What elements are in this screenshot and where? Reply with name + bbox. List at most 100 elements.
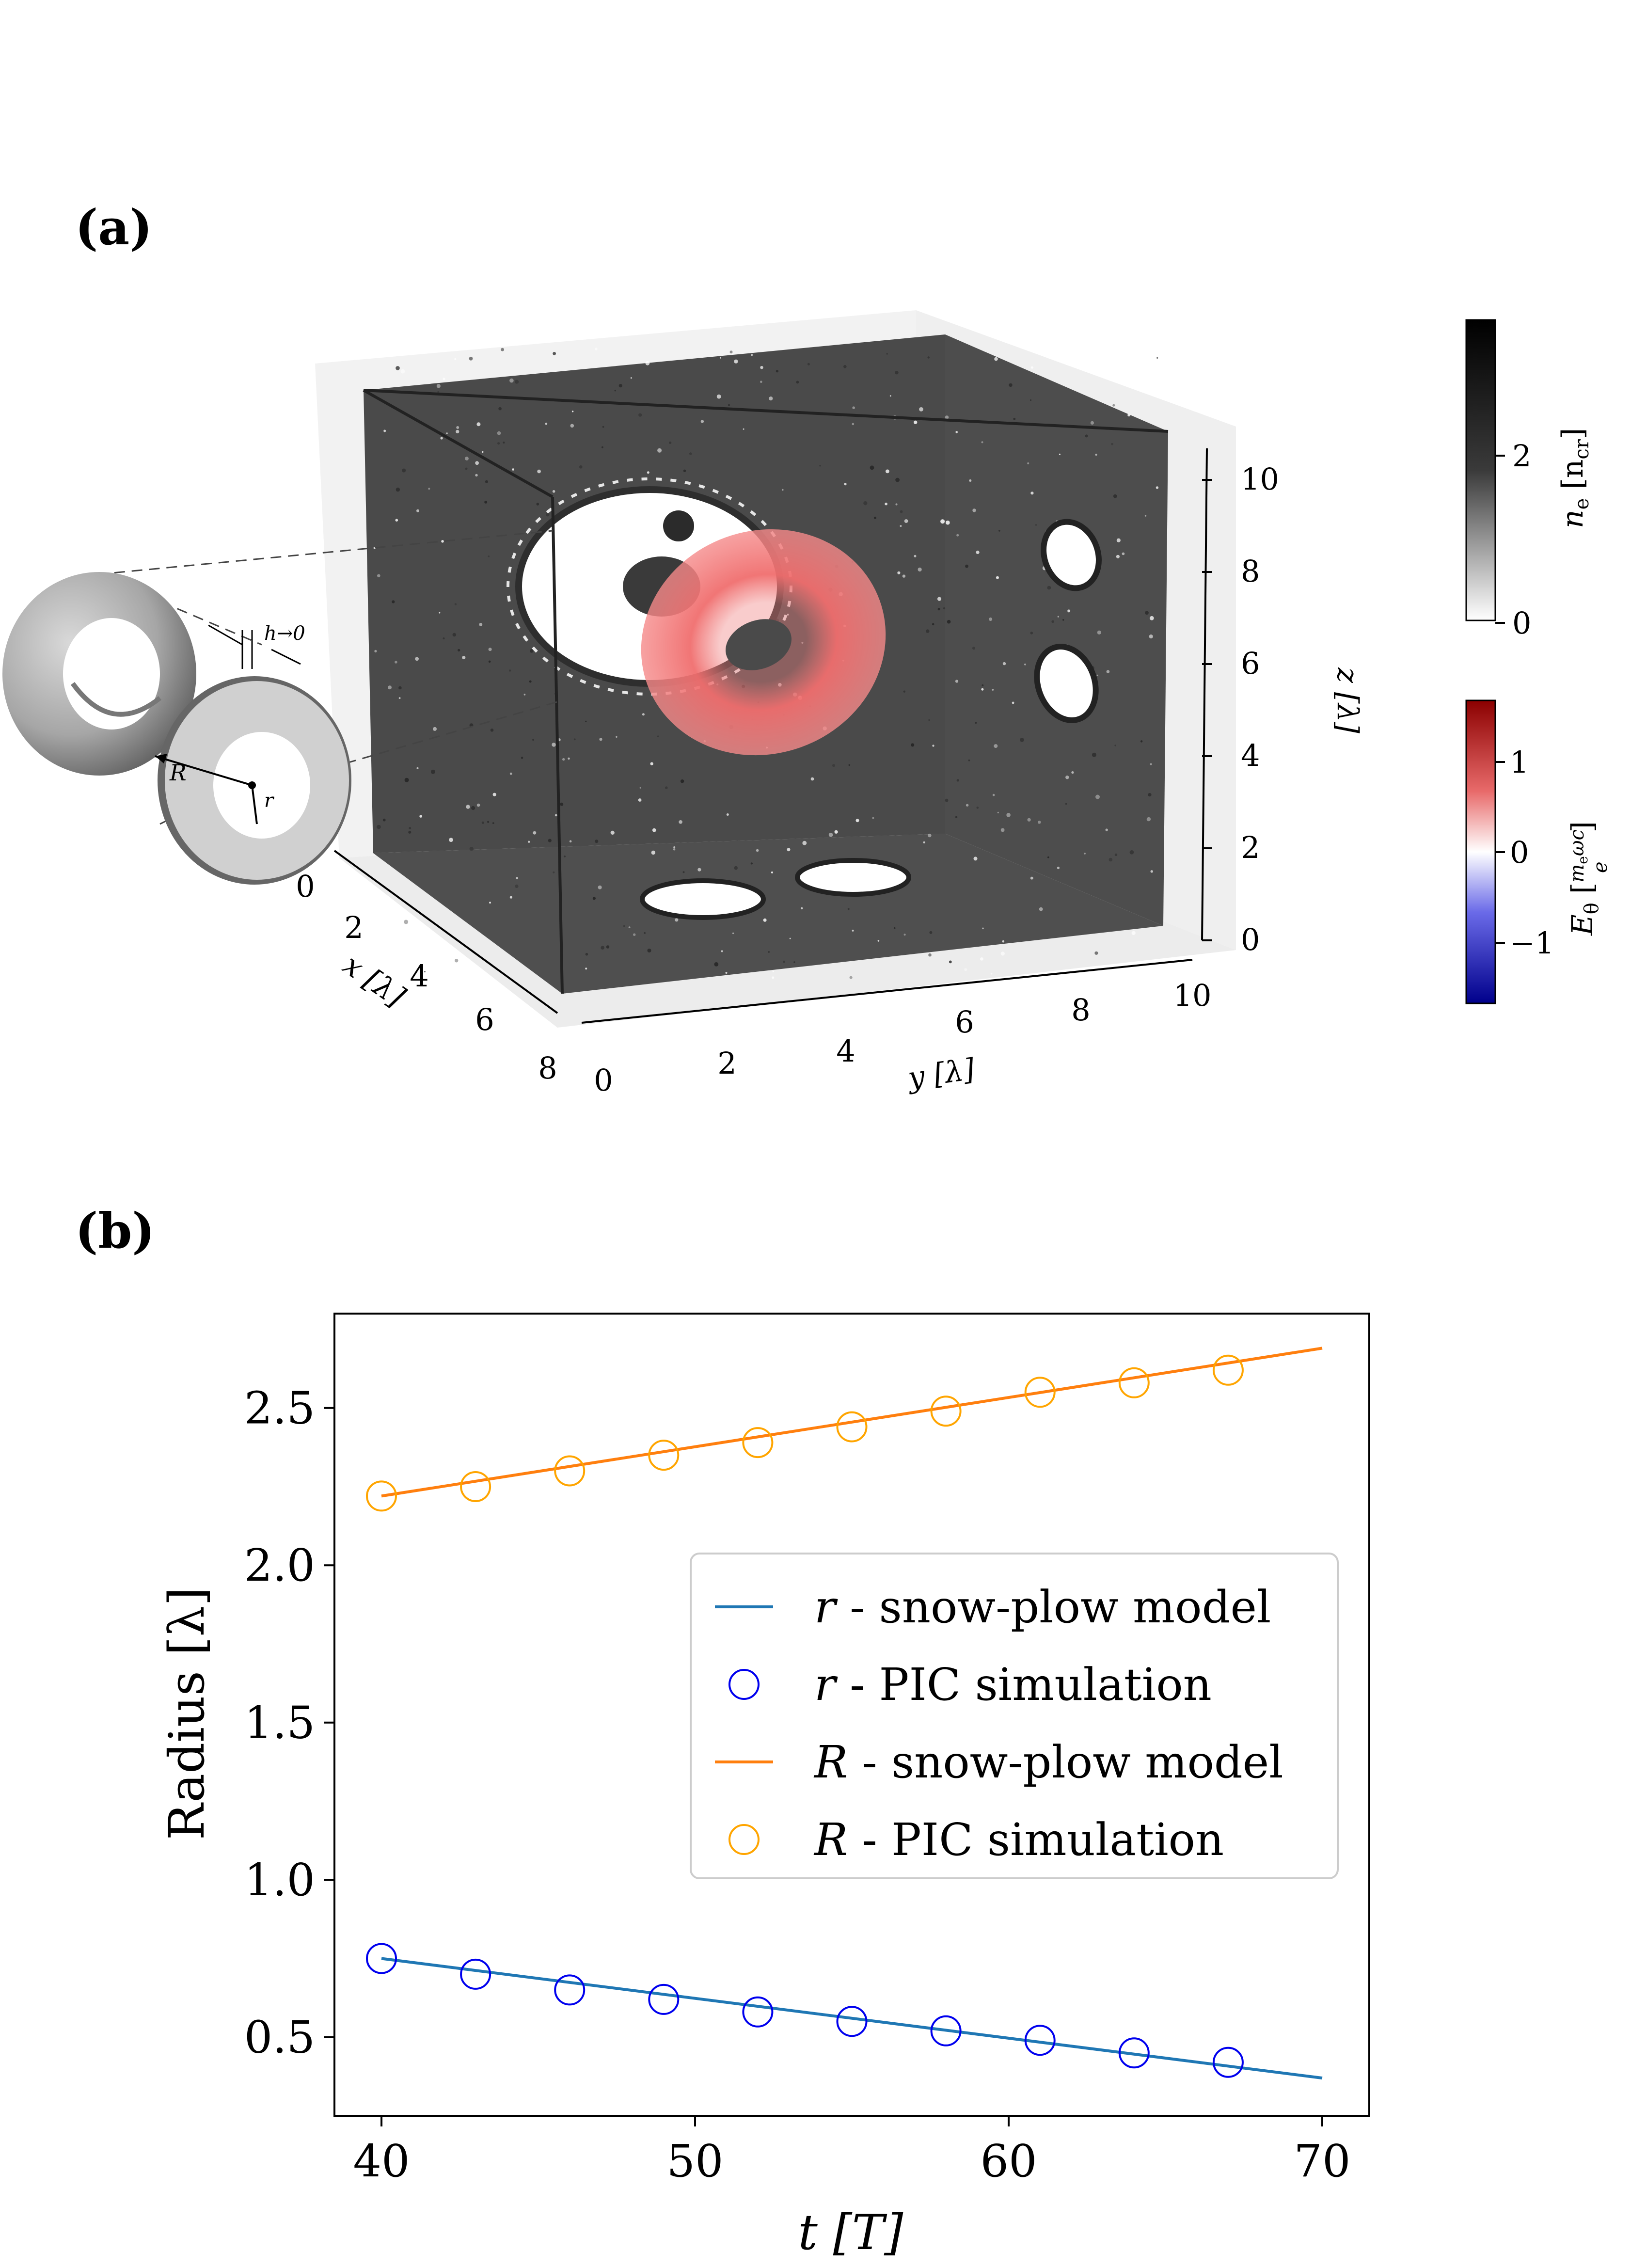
box-edges <box>363 389 1169 994</box>
speckle <box>771 871 773 873</box>
speckle <box>955 431 958 433</box>
speckle <box>570 424 574 428</box>
cbar-density-tick-label: 0 <box>1512 605 1531 641</box>
speckle <box>481 451 484 453</box>
speckle <box>1057 866 1060 870</box>
speckle <box>990 972 993 975</box>
speckle <box>1116 555 1120 558</box>
speckle <box>602 426 604 428</box>
speckle <box>554 814 557 817</box>
speckle <box>947 619 951 624</box>
speckle <box>652 828 656 832</box>
speckle <box>492 822 494 824</box>
data-point <box>930 2015 962 2046</box>
speckle <box>937 607 940 611</box>
speckle <box>1002 940 1005 943</box>
speckle <box>601 946 604 950</box>
speckle <box>682 871 685 873</box>
speckle <box>395 661 397 664</box>
speckle <box>1150 870 1153 873</box>
speckle <box>1106 670 1110 673</box>
data-point <box>554 1455 586 1487</box>
speckle <box>382 818 386 822</box>
speckle <box>872 817 874 819</box>
speckle <box>546 513 550 517</box>
speckle <box>1140 740 1143 743</box>
speckle <box>537 469 541 474</box>
speckle <box>548 839 552 842</box>
speckle <box>926 629 930 633</box>
right-wall-hole-2 <box>1034 644 1099 723</box>
speckle <box>642 713 645 716</box>
speckle <box>497 442 500 445</box>
speckle <box>852 423 855 426</box>
speckle <box>616 736 618 738</box>
speckle <box>657 735 659 737</box>
series-3 <box>366 1354 1244 1512</box>
speckle <box>487 821 490 823</box>
data-point <box>648 1983 680 2015</box>
speckle <box>973 856 978 861</box>
x-tick-label: 2 <box>344 910 363 945</box>
speckle <box>462 656 466 660</box>
chart-xlabel: t [T] <box>798 2204 904 2261</box>
data-point <box>742 1427 774 1459</box>
speckle <box>560 802 564 806</box>
speckle <box>614 390 616 392</box>
speckle <box>489 902 491 904</box>
speckle <box>430 769 435 774</box>
speckle <box>847 908 850 910</box>
legend-label: R - PIC simulation <box>813 1814 1224 1866</box>
speckle <box>923 841 925 843</box>
speckle <box>1002 662 1006 666</box>
speckle <box>751 354 753 356</box>
speckle <box>968 759 970 761</box>
speckle <box>599 738 602 741</box>
y-tick-label: 6 <box>955 1004 974 1040</box>
legend-marker-swatch <box>728 1824 760 1855</box>
speckle <box>700 420 704 423</box>
speckle <box>533 831 537 835</box>
speckle <box>807 363 810 365</box>
inset-disk <box>155 624 351 885</box>
speckle <box>945 798 949 802</box>
speckle <box>956 534 959 537</box>
speckle <box>1067 609 1071 613</box>
speckle <box>1009 383 1013 387</box>
speckle <box>787 848 791 852</box>
data-point <box>366 1943 397 1974</box>
data-point <box>1212 1354 1244 1386</box>
plot-frame <box>333 1313 1370 2117</box>
speckle <box>956 779 959 782</box>
speckle <box>992 793 995 796</box>
legend-marker-swatch <box>728 1669 760 1700</box>
speckle <box>644 932 646 934</box>
speckle <box>1047 856 1049 858</box>
speckle <box>877 940 880 942</box>
speckle <box>1094 951 1098 955</box>
speckle <box>902 574 906 578</box>
speckle <box>645 361 650 365</box>
speckle <box>772 970 774 972</box>
speckle <box>893 927 896 929</box>
speckle <box>673 848 676 851</box>
speckle <box>623 925 625 927</box>
speckle <box>729 350 733 354</box>
y-tick-label: 2 <box>717 1046 736 1081</box>
data-point <box>460 1471 491 1502</box>
speckle <box>928 833 932 838</box>
speckle <box>398 686 402 690</box>
data-point <box>1024 2025 1056 2056</box>
z-tick-label: 2 <box>1241 830 1260 865</box>
speckle <box>1092 752 1096 757</box>
speckle <box>471 806 475 810</box>
speckle <box>743 428 744 430</box>
speckle <box>714 962 719 967</box>
inset-label-R: R <box>169 760 187 786</box>
speckle <box>602 446 603 448</box>
speckle <box>415 657 419 661</box>
speckle <box>989 617 993 621</box>
speckle <box>1065 803 1067 805</box>
